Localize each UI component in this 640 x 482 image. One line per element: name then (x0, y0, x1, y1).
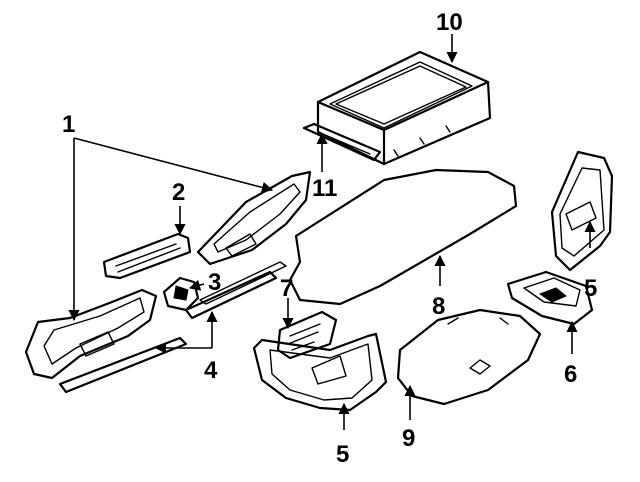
part-1-upper-side-panel (196, 170, 312, 266)
leader-lines (68, 34, 596, 430)
part-7-panel (276, 310, 338, 360)
part-1-lower-side-panel (24, 288, 158, 380)
callout-5-side: 5 (584, 275, 597, 302)
callout-5-lower: 5 (336, 441, 349, 468)
part-3-clip (162, 276, 200, 312)
callout-6: 6 (564, 361, 577, 388)
callout-2: 2 (172, 179, 185, 206)
callout-3: 3 (208, 269, 221, 296)
callout-4: 4 (204, 357, 218, 384)
part-4-trim-strips (58, 261, 287, 394)
part-8-trunk-mat (288, 168, 518, 306)
callout-1: 1 (62, 111, 75, 138)
part-5-side-trim (550, 150, 614, 272)
callout-labels: 1 2 3 4 5 5 6 7 8 9 10 11 (62, 9, 597, 468)
part-11-bracket (302, 122, 382, 162)
part-5-lower-trim (252, 332, 388, 412)
callout-9: 9 (402, 425, 415, 452)
callout-8: 8 (432, 293, 445, 320)
callout-10: 10 (436, 9, 463, 36)
part-6-trim-piece (506, 270, 594, 326)
part-9-spare-cover (396, 308, 542, 406)
callout-11: 11 (312, 175, 337, 202)
part-2-bracket (102, 232, 192, 280)
callout-7: 7 (280, 275, 293, 302)
